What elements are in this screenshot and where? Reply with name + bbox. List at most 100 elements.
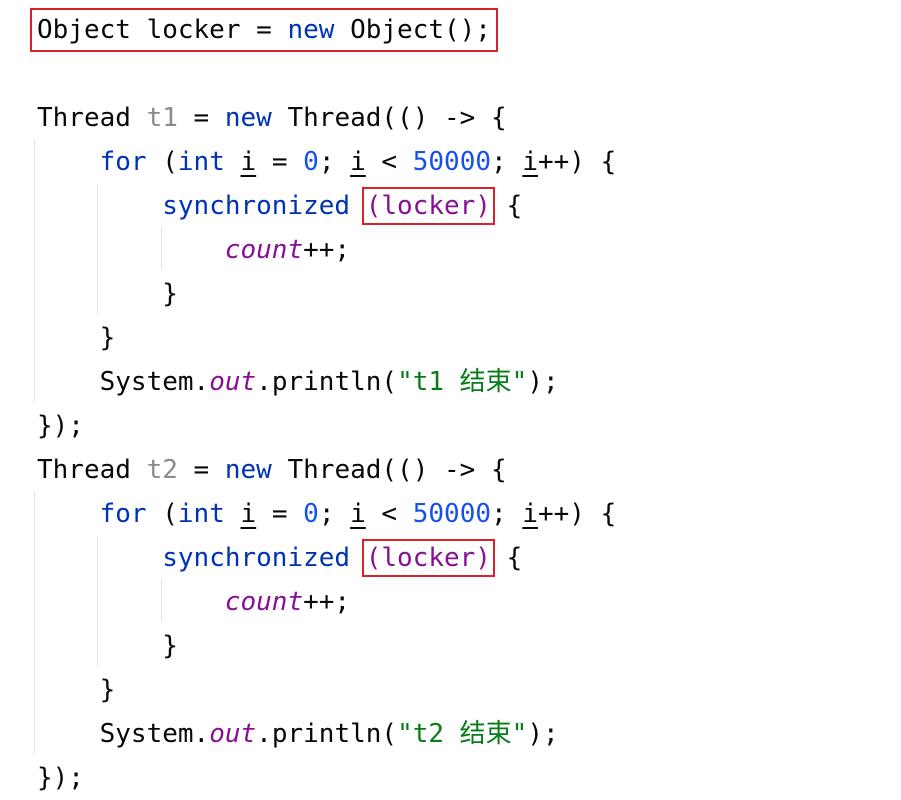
code-line[interactable] [37,52,616,96]
code-token: ); [527,367,559,397]
code-line[interactable]: }); [37,404,616,448]
code-token [225,499,241,529]
indent [37,279,162,309]
code-line-content: System.out.println("t1 结束"); [100,367,559,397]
code-line-content: count++; [225,587,350,617]
code-token: Object(); [334,15,491,45]
highlighted-lock-object: (locker) [361,539,495,577]
code-line-content: synchronized (locker) { [162,187,522,225]
code-token: } [162,631,178,661]
code-token: new [224,103,272,133]
code-line[interactable]: } [37,316,616,360]
code-line[interactable]: count++; [37,580,616,624]
indent [37,675,100,705]
code-token: } [162,279,178,309]
code-token: "t1 结束" [397,367,528,397]
code-token: new [224,455,272,485]
code-line[interactable]: } [37,668,616,712]
indent [37,543,162,573]
indent [37,499,100,529]
code-token: ; [318,147,351,177]
code-token: i [522,147,538,177]
indent [37,719,100,749]
indent-guide [97,536,98,666]
code-line[interactable]: Object locker = new Object(); [30,8,616,52]
code-token: ; [318,499,351,529]
code-token: 50000 [412,499,492,529]
indent-guide [34,140,35,402]
indent-guide [34,492,35,754]
code-line-content: for (int i = 0; i < 50000; i++) { [100,499,617,529]
code-token: ; [491,147,523,177]
code-line[interactable]: } [37,624,616,668]
code-token: .println( [256,719,398,749]
code-line-content: }); [37,411,84,441]
code-line[interactable]: for (int i = 0; i < 50000; i++) { [37,492,617,536]
code-line[interactable]: Thread t1 = new Thread(() -> { [37,96,616,140]
code-token: = [256,499,304,529]
code-line-content: } [162,631,178,661]
code-token: } [99,323,116,353]
code-line[interactable]: synchronized (locker) { [37,536,616,580]
code-line[interactable]: }); [37,756,616,800]
code-token: < [365,147,413,177]
code-token: ++) { [538,499,617,529]
code-token: 0 [303,499,319,529]
code-line[interactable]: synchronized (locker) { [37,184,616,228]
code-token: ; [491,499,523,529]
code-token: i [240,147,257,177]
code-token: "t2 结束" [397,719,528,749]
code-line-content: } [100,675,116,705]
code-line-content: Thread t1 = new Thread(() -> { [37,103,507,133]
indent [37,235,225,265]
code-token: t2 [146,455,178,485]
code-line[interactable]: count++; [37,228,616,272]
code-line[interactable]: Thread t2 = new Thread(() -> { [37,448,616,492]
code-token: 50000 [412,147,492,177]
code-token [225,147,241,177]
code-line[interactable]: } [37,272,616,316]
code-token: new [287,15,335,45]
code-line-content: count++; [225,235,350,265]
code-token: .println( [256,367,398,397]
code-token: }); [37,411,84,441]
code-token: i [350,499,366,529]
indent [37,631,162,661]
code-token: i [522,499,538,529]
indent [37,191,162,221]
code-token: = [256,147,304,177]
code-line[interactable]: System.out.println("t2 结束"); [37,712,616,756]
code-line[interactable]: System.out.println("t1 结束"); [37,360,616,404]
code-line-content: synchronized (locker) { [162,539,523,577]
code-token: Object locker = [37,15,288,45]
code-line-content: } [100,323,116,353]
code-line-content: }); [37,763,84,793]
indent [37,367,100,397]
code-token: Thread [37,103,147,133]
code-token: i [240,499,257,529]
code-token: Thread(() -> { [271,103,507,133]
code-token: = [177,103,225,133]
code-token: i [350,147,366,177]
code-editor[interactable]: Object locker = new Object(); Thread t1 =… [30,8,617,800]
code-token: int [177,499,225,529]
code-token: out [209,367,257,397]
code-token: 0 [303,147,319,177]
code-token: count [224,235,304,265]
code-token: t1 [146,103,178,133]
code-token: = [177,455,225,485]
code-token: ( [146,499,178,529]
code-line[interactable]: for (int i = 0; i < 50000; i++) { [37,140,617,184]
code-token: Thread(() -> { [271,455,507,485]
code-token: for [99,499,147,529]
code-line-content: System.out.println("t2 结束"); [100,719,559,749]
code-token: ); [527,719,559,749]
indent-guide [97,184,98,314]
indent [37,587,225,617]
code-token [350,543,366,573]
highlighted-statement: Object locker = new Object(); [30,8,498,52]
code-token: { [490,543,523,573]
code-token: System. [99,367,210,397]
code-line-content: } [162,279,178,309]
code-token: ++; [303,235,351,265]
